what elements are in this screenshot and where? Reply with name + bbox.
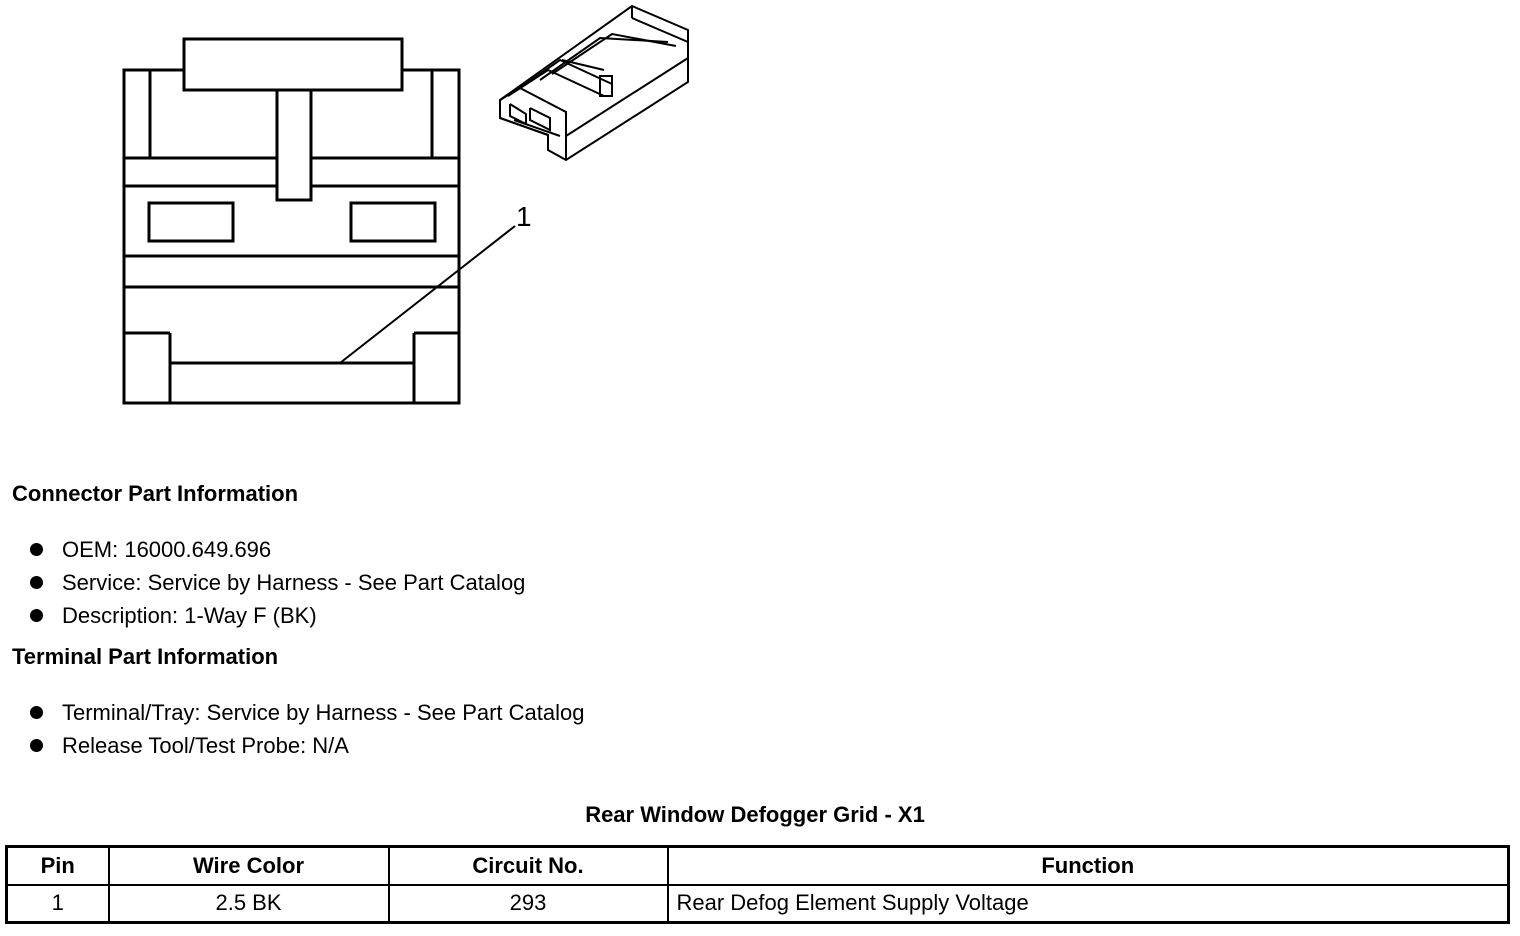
list-item: Release Tool/Test Probe: N/A — [30, 729, 585, 762]
list-item: Service: Service by Harness - See Part C… — [30, 566, 525, 599]
list-item-text: OEM: 16000.649.696 — [62, 537, 272, 562]
column-header-wire-color: Wire Color — [107, 845, 390, 886]
connector-part-info-list: OEM: 16000.649.696 Service: Service by H… — [30, 533, 525, 632]
connector-isometric-view — [499, 4, 689, 162]
table-header-row: Pin Wire Color Circuit No. Function — [5, 845, 1510, 886]
pinout-table: Pin Wire Color Circuit No. Function 1 2.… — [5, 845, 1510, 924]
column-header-circuit-no: Circuit No. — [387, 845, 669, 886]
bullet-icon — [30, 706, 43, 719]
list-item: Description: 1-Way F (BK) — [30, 599, 525, 632]
table-row: 1 2.5 BK 293 Rear Defog Element Supply V… — [5, 883, 1510, 924]
callout-label: 1 — [516, 201, 532, 232]
column-header-function: Function — [666, 845, 1510, 886]
terminal-part-info-list: Terminal/Tray: Service by Harness - See … — [30, 696, 585, 762]
callout-leader-line — [339, 225, 516, 364]
bullet-icon — [30, 576, 43, 589]
bullet-icon — [30, 543, 43, 556]
list-item-text: Terminal/Tray: Service by Harness - See … — [62, 700, 585, 725]
connector-face-diagram: 1 — [122, 4, 689, 405]
column-header-pin: Pin — [5, 845, 110, 886]
cell-wire-color: 2.5 BK — [107, 883, 390, 924]
terminal-part-info-heading: Terminal Part Information — [12, 644, 279, 669]
cell-pin: 1 — [5, 883, 110, 924]
bullet-icon — [30, 739, 43, 752]
connector-part-info-heading: Connector Part Information — [12, 481, 299, 506]
bullet-icon — [30, 609, 43, 622]
list-item: OEM: 16000.649.696 — [30, 533, 525, 566]
cell-circuit-no: 293 — [387, 883, 669, 924]
connector-front-view — [122, 37, 461, 405]
list-item-text: Description: 1-Way F (BK) — [62, 603, 317, 628]
list-item-text: Service: Service by Harness - See Part C… — [62, 570, 526, 595]
cell-function: Rear Defog Element Supply Voltage — [666, 883, 1510, 924]
list-item-text: Release Tool/Test Probe: N/A — [62, 733, 349, 758]
list-item: Terminal/Tray: Service by Harness - See … — [30, 696, 585, 729]
table-title: Rear Window Defogger Grid - X1 — [585, 802, 925, 827]
